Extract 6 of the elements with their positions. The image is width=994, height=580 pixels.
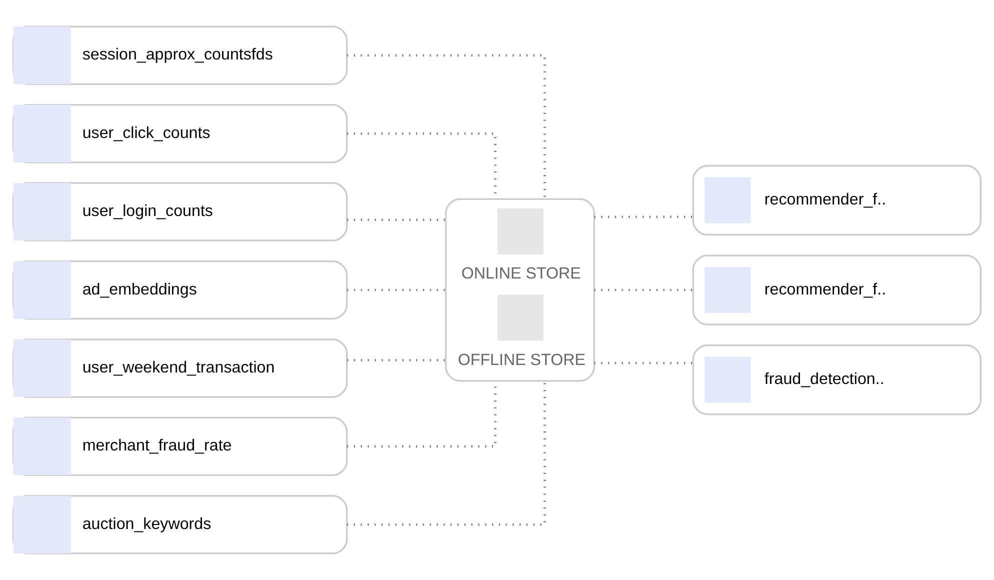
node-box: fraud_detection.. <box>692 344 982 416</box>
node-box: recommender_f.. <box>692 164 982 236</box>
connector <box>346 54 546 199</box>
node-box: ONLINE STORE OFFLINE STORE <box>444 198 596 382</box>
node-box: recommender_f.. <box>692 254 982 326</box>
connector <box>346 381 546 526</box>
